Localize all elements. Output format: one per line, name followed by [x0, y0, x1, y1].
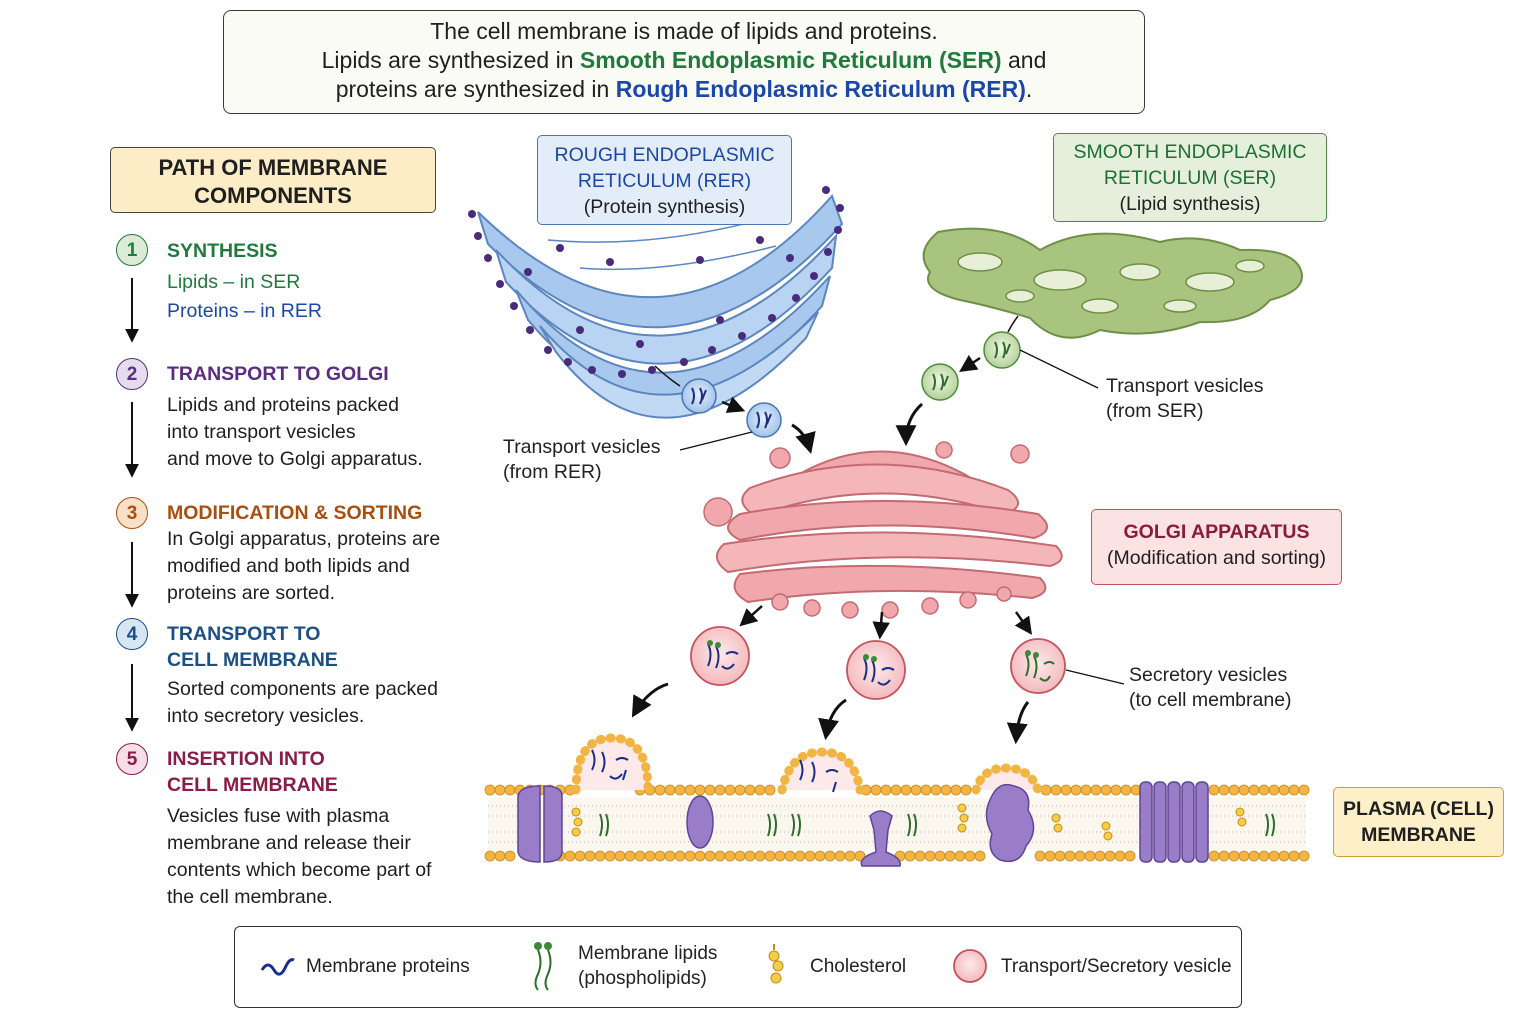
- step-4-line: into secretory vesicles.: [167, 705, 365, 727]
- step-4-title: TRANSPORT TO CELL MEMBRANE: [167, 621, 338, 673]
- plasma-label-box: PLASMA (CELL) MEMBRANE: [1333, 787, 1504, 857]
- tv-ser-line: Transport vesicles: [1106, 375, 1264, 397]
- step-2-number: 2: [116, 358, 148, 390]
- legend-cholesterol-label: Cholesterol: [810, 956, 907, 977]
- step-3-title: MODIFICATION & SORTING: [167, 502, 423, 524]
- tv-rer-line: Transport vesicles: [503, 436, 661, 458]
- header-line-2: Lipids are synthesized in Smooth Endopla…: [224, 46, 1144, 75]
- legend-lipids-label: Membrane lipids (phospholipids): [578, 941, 717, 991]
- header-box: The cell membrane is made of lipids and …: [223, 10, 1145, 114]
- legend-vesicle-label: Transport/Secretory vesicle: [1001, 956, 1232, 977]
- ser-label-line: RETICULUM (SER): [1103, 167, 1277, 189]
- step-3-body: In Golgi apparatus, proteins are modifie…: [167, 526, 440, 607]
- secretory-line: Secretory vesicles: [1129, 664, 1288, 686]
- header-line-1: The cell membrane is made of lipids and …: [430, 18, 938, 44]
- step-2-body: Lipids and proteins packed into transpor…: [167, 392, 423, 473]
- step-1-title: SYNTHESIS: [167, 240, 278, 262]
- step-4-line: Sorted components are packed: [167, 678, 439, 700]
- path-title: PATH OF MEMBRANE COMPONENTS: [110, 147, 436, 213]
- step-2-line: into transport vesicles: [167, 421, 356, 443]
- step-3-number: 3: [116, 497, 148, 529]
- secretory-label: Secretory vesicles (to cell membrane): [1129, 663, 1292, 713]
- step-5-line: contents which become part of: [167, 859, 432, 881]
- step-2-line: and move to Golgi apparatus.: [167, 448, 423, 470]
- rer-label-line: ROUGH ENDOPLASMIC: [554, 144, 775, 166]
- plasma-membrane: [484, 733, 1310, 867]
- tv-rer-line: (from RER): [503, 461, 602, 483]
- step-5-line: Vesicles fuse with plasma: [167, 805, 390, 827]
- rer-label-sub: (Protein synthesis): [583, 196, 746, 218]
- legend-box: [234, 926, 1242, 1008]
- ser-transport-vesicles: [895, 315, 1099, 447]
- header-text: proteins are synthesized in: [335, 76, 616, 102]
- golgi-label-line: GOLGI APPARATUS: [1123, 521, 1310, 543]
- tv-ser-line: (from SER): [1106, 400, 1204, 422]
- legend-lipids-line: (phospholipids): [578, 968, 707, 989]
- secretory-vesicles: [631, 605, 1125, 745]
- header-line-3: proteins are synthesized in Rough Endopl…: [224, 75, 1144, 104]
- ser-label-box: SMOOTH ENDOPLASMIC RETICULUM (SER) (Lipi…: [1053, 133, 1327, 222]
- golgi-label-box: GOLGI APPARATUS (Modification and sortin…: [1091, 509, 1342, 585]
- step-1-number: 1: [116, 234, 148, 266]
- ser-label-line: SMOOTH ENDOPLASMIC: [1073, 141, 1307, 163]
- ser-organelle: [922, 227, 1303, 339]
- golgi-organelle: [703, 441, 1063, 619]
- rer-transport-vesicles: [654, 365, 816, 455]
- step-1-lipids: Lipids – in SER: [167, 271, 301, 293]
- step-5-line: membrane and release their: [167, 832, 411, 854]
- step-3-line: In Golgi apparatus, proteins are: [167, 528, 441, 550]
- tv-ser-label: Transport vesicles (from SER): [1106, 374, 1264, 424]
- step-4-number: 4: [116, 618, 148, 650]
- legend-icons: [260, 942, 987, 991]
- step-5-body: Vesicles fuse with plasma membrane and r…: [167, 803, 431, 911]
- step-5-title-line: INSERTION INTO: [167, 748, 325, 770]
- ser-label-sub: (Lipid synthesis): [1119, 193, 1261, 215]
- step-3-line: modified and both lipids and: [167, 555, 410, 577]
- tv-rer-label: Transport vesicles (from RER): [503, 435, 661, 485]
- plasma-label-line: MEMBRANE: [1361, 824, 1476, 846]
- legend-lipids-line: Membrane lipids: [578, 943, 718, 964]
- rer-label-box: ROUGH ENDOPLASMIC RETICULUM (RER) (Prote…: [537, 135, 792, 225]
- legend-proteins-label: Membrane proteins: [306, 956, 470, 977]
- step-4-title-line: CELL MEMBRANE: [167, 649, 338, 671]
- step-5-number: 5: [116, 743, 148, 775]
- header-text: .: [1025, 76, 1033, 102]
- membrane-protein: [517, 781, 1209, 867]
- rer-highlight: Rough Endoplasmic Reticulum (RER): [615, 76, 1026, 102]
- step-5-line: the cell membrane.: [167, 886, 333, 908]
- step-5-title: INSERTION INTO CELL MEMBRANE: [167, 746, 338, 798]
- secretory-line: (to cell membrane): [1129, 689, 1292, 711]
- step-1-proteins: Proteins – in RER: [167, 300, 322, 322]
- ser-highlight: Smooth Endoplasmic Reticulum (SER): [579, 47, 1002, 73]
- step-4-body: Sorted components are packed into secret…: [167, 676, 438, 730]
- golgi-label-sub: (Modification and sorting): [1107, 547, 1326, 569]
- rer-organelle: [468, 186, 844, 419]
- header-text: and: [1001, 47, 1047, 73]
- step-3-line: proteins are sorted.: [167, 582, 336, 604]
- step-5-title-line: CELL MEMBRANE: [167, 774, 338, 796]
- step-4-title-line: TRANSPORT TO: [167, 623, 321, 645]
- step-2-title: TRANSPORT TO GOLGI: [167, 363, 389, 385]
- rer-label-line: RETICULUM (RER): [577, 170, 752, 192]
- step-2-line: Lipids and proteins packed: [167, 394, 399, 416]
- phospholipid-heads-bottom: [484, 850, 1310, 862]
- plasma-label-line: PLASMA (CELL): [1343, 798, 1494, 820]
- path-title-text: PATH OF MEMBRANE COMPONENTS: [158, 155, 388, 208]
- header-text: Lipids are synthesized in: [321, 47, 580, 73]
